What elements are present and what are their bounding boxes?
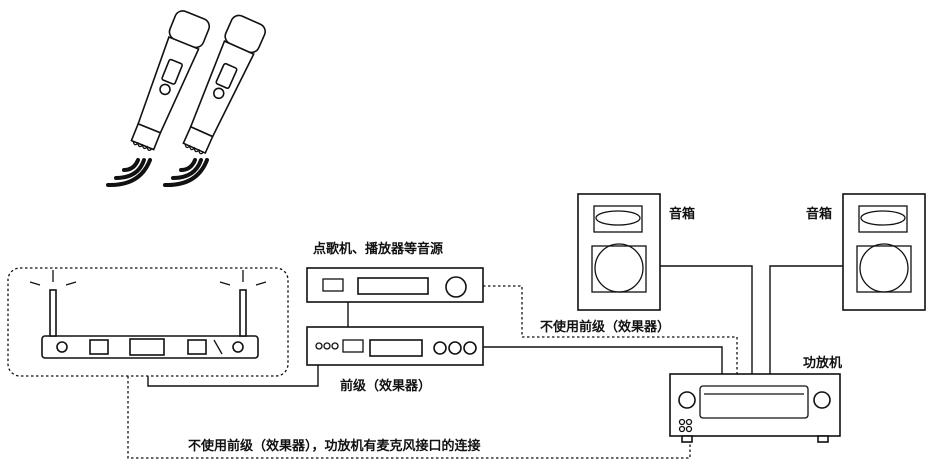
no-preamp-note-top: 不使用前级（效果器） <box>540 319 670 335</box>
speaker-label-right: 音箱 <box>806 206 832 222</box>
speaker-icon <box>842 193 926 311</box>
speaker-icon <box>577 193 661 311</box>
microphone-icon <box>182 14 266 155</box>
preamp-effects-icon <box>306 326 484 366</box>
speaker-label-left: 音箱 <box>669 206 695 222</box>
amplifier-icon <box>669 373 841 443</box>
source-label: 点歌机、播放器等音源 <box>313 241 443 257</box>
sound-wave-icon <box>106 158 209 188</box>
wireless-receiver-icon <box>41 335 259 359</box>
amplifier-label: 功放机 <box>803 355 842 371</box>
media-player-icon <box>306 267 484 303</box>
antenna-icon <box>49 289 247 337</box>
signal-ray-icon <box>29 270 267 286</box>
preamp-label: 前级（效果器） <box>340 378 431 394</box>
microphone-icon <box>130 10 211 151</box>
no-preamp-note-bottom: 不使用前级（效果器），功放机有麦克风接口的连接 <box>188 438 481 454</box>
